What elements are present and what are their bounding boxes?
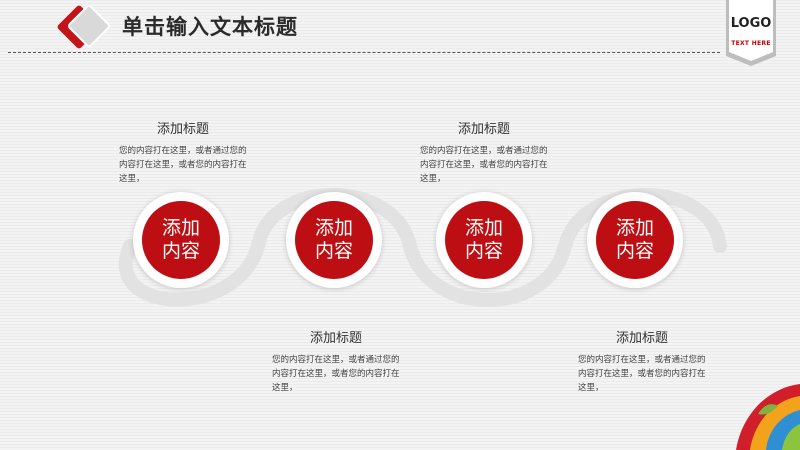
step-circle-label: 添加 内容 [445, 201, 523, 279]
logo-mark-icon [57, 5, 110, 49]
corner-decoration-icon [736, 384, 800, 450]
step-title[interactable]: 添加标题 [309, 331, 362, 346]
page-title[interactable]: 单击输入文本标题 [122, 15, 298, 39]
step-body[interactable]: 您的内容打在这里，或者通过您的内容打在这里，或者您的内容打在这里， [578, 355, 706, 393]
header-divider [8, 52, 720, 53]
step-circle-label: 添加 内容 [596, 201, 674, 279]
step-title[interactable]: 添加标题 [457, 122, 510, 137]
badge-logo-text: LOGO [730, 16, 772, 31]
step-circle-4[interactable]: 添加 内容 [587, 192, 683, 288]
step-body[interactable]: 您的内容打在这里，或者通过您的内容打在这里，或者您的内容打在这里， [119, 146, 247, 184]
step-body[interactable]: 您的内容打在这里，或者通过您的内容打在这里，或者您的内容打在这里， [272, 355, 400, 393]
step-circle-label: 添加 内容 [295, 201, 373, 279]
step-text-1: 添加标题 您的内容打在这里，或者通过您的内容打在这里，或者您的内容打在这里， [119, 118, 247, 186]
step-text-4: 添加标题 您的内容打在这里，或者通过您的内容打在这里，或者您的内容打在这里， [578, 327, 706, 395]
step-circle-1[interactable]: 添加 内容 [133, 192, 229, 288]
step-body[interactable]: 您的内容打在这里，或者通过您的内容打在这里，或者您的内容打在这里， [420, 146, 548, 184]
logo-badge [726, 0, 776, 66]
step-title[interactable]: 添加标题 [615, 331, 668, 346]
step-circle-2[interactable]: 添加 内容 [286, 192, 382, 288]
badge-sub-text: TEXT HERE [731, 40, 771, 47]
step-text-3: 添加标题 您的内容打在这里，或者通过您的内容打在这里，或者您的内容打在这里， [420, 118, 548, 186]
step-title[interactable]: 添加标题 [156, 122, 209, 137]
step-circle-label: 添加 内容 [142, 201, 220, 279]
step-text-2: 添加标题 您的内容打在这里，或者通过您的内容打在这里，或者您的内容打在这里， [272, 327, 400, 395]
step-circle-3[interactable]: 添加 内容 [436, 192, 532, 288]
